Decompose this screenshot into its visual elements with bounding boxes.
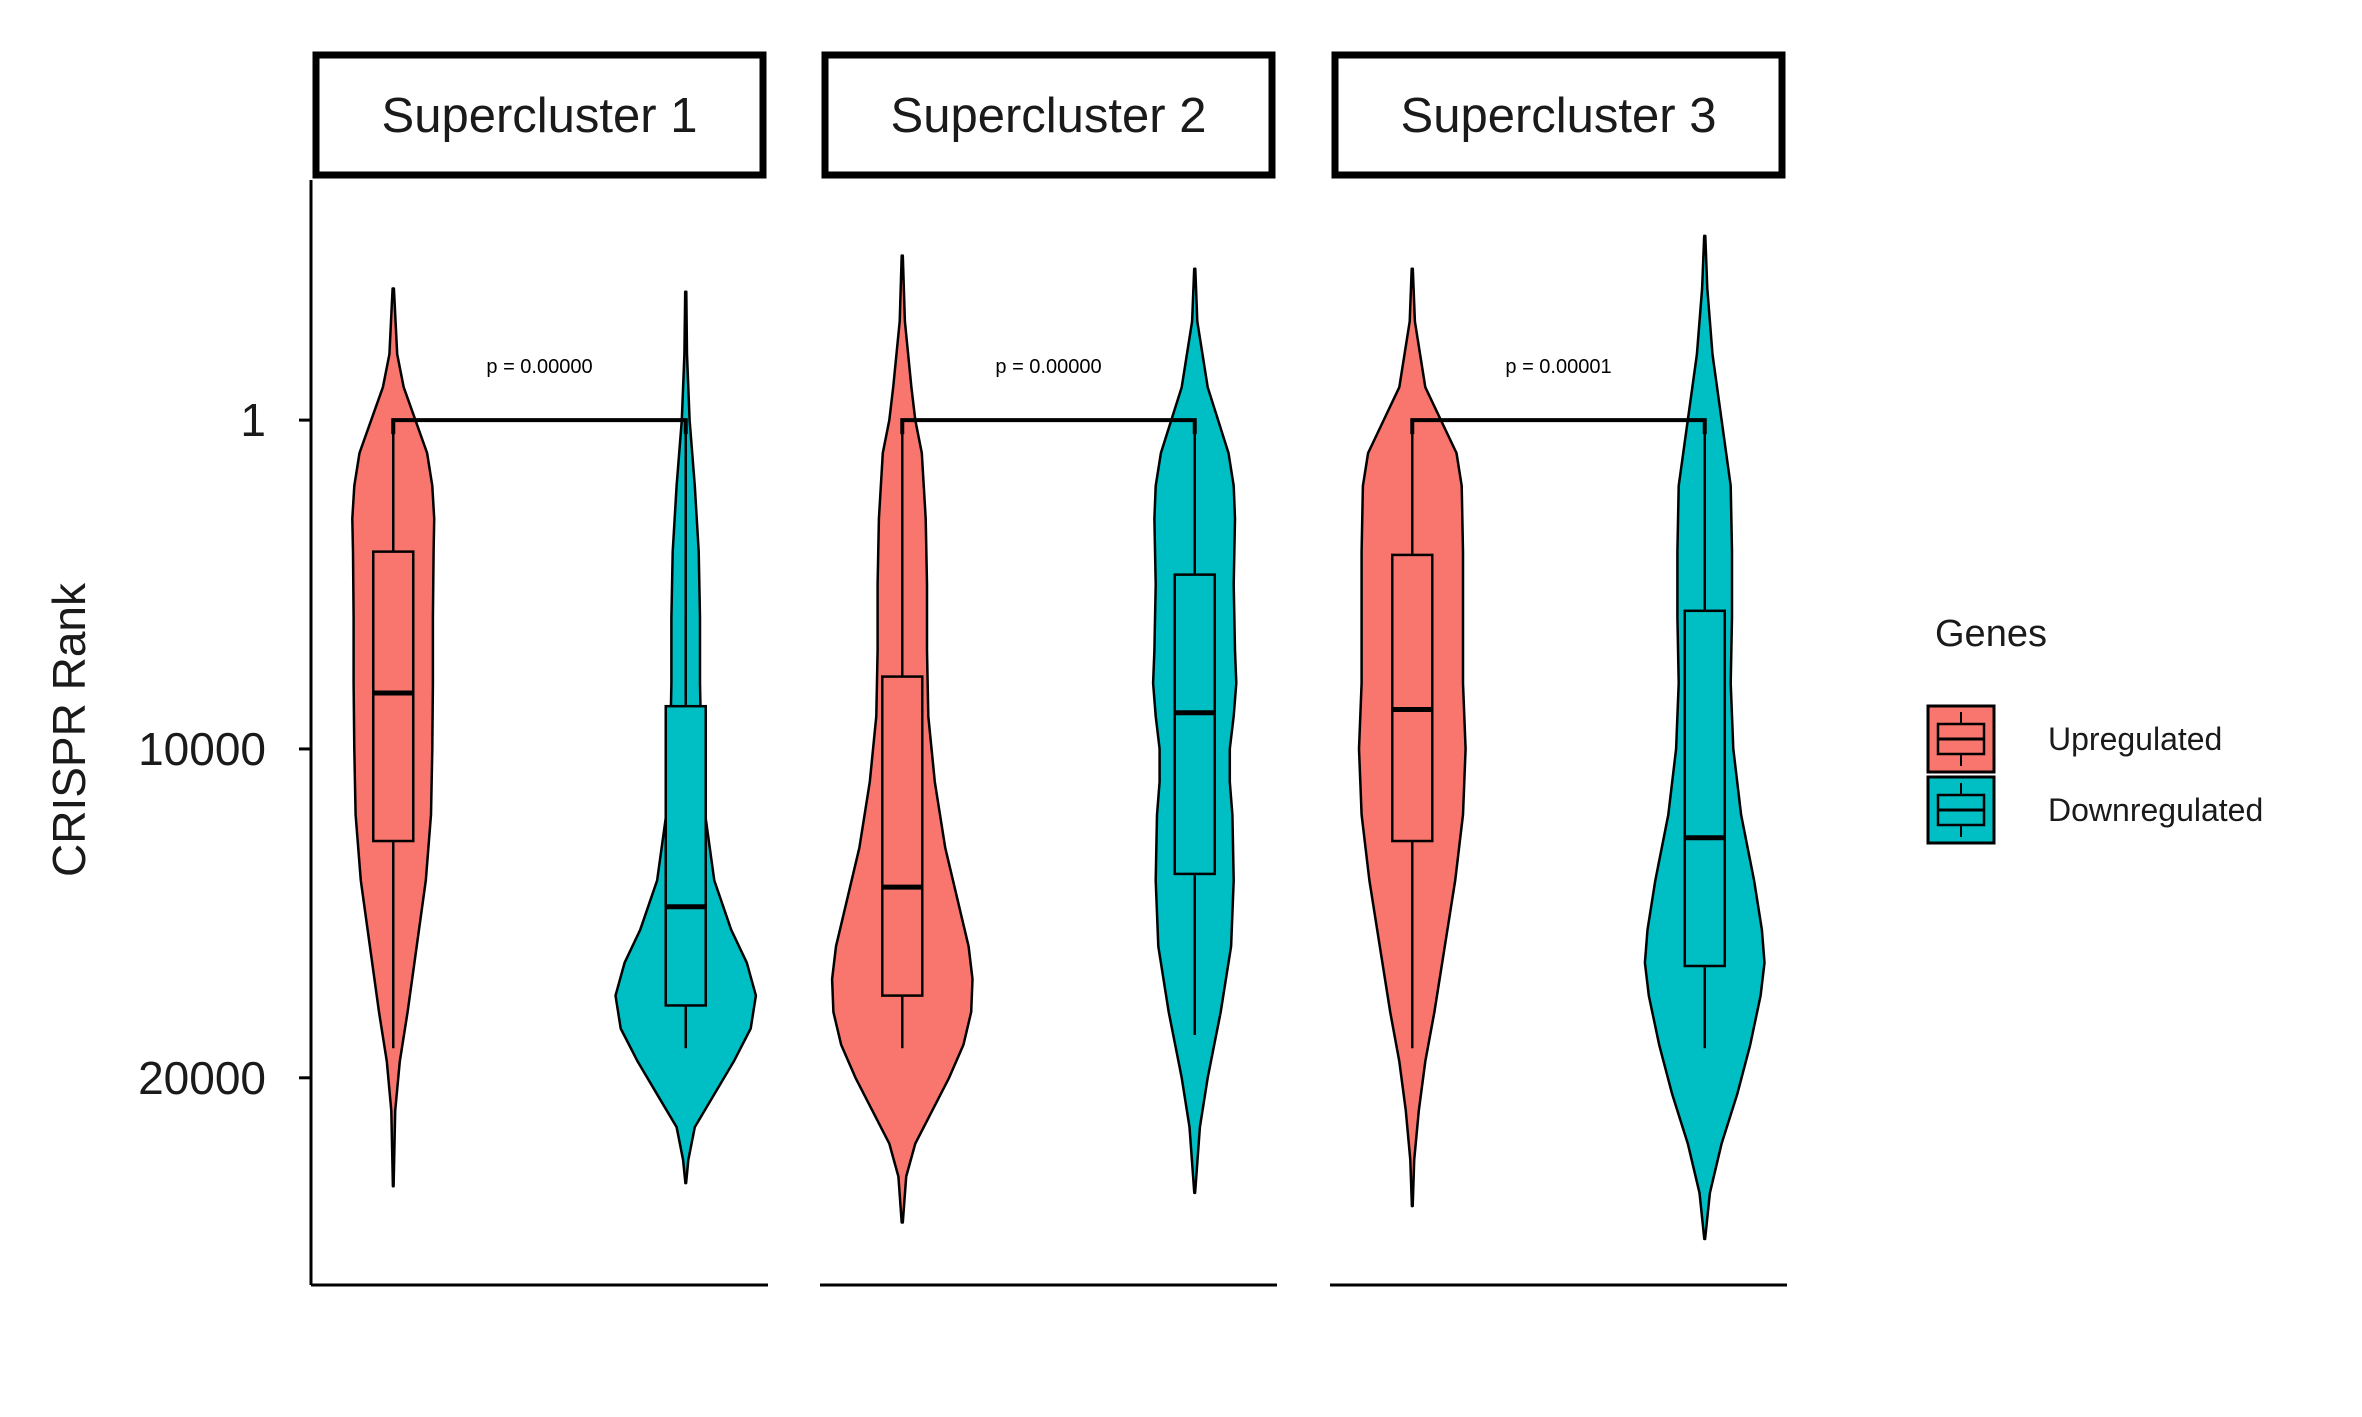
significance-bracket [1410, 418, 1707, 435]
box-iqr [1173, 573, 1216, 876]
significance-bracket [391, 418, 688, 435]
box-iqr [1683, 609, 1726, 968]
strip-label: Supercluster 3 [1401, 89, 1717, 143]
strip-label: Supercluster 1 [382, 89, 698, 143]
significance-bracket [900, 418, 1197, 435]
p-value-label: p = 0.00000 [995, 356, 1101, 378]
strip-box [1331, 51, 1786, 179]
legend-label: Upregulated [2048, 721, 2222, 757]
y-tick-label: 1 [240, 394, 266, 446]
y-axis-title: CRISPR Rank [43, 582, 95, 877]
box-iqr [664, 704, 707, 1007]
box-iqr [1391, 553, 1434, 843]
p-value-label: p = 0.00001 [1505, 356, 1611, 378]
strip-label: Supercluster 2 [891, 89, 1207, 143]
p-value-label: p = 0.00000 [486, 356, 592, 378]
legend-title: Genes [1935, 613, 2047, 655]
strip-box [821, 51, 1276, 179]
y-axis: 1 10000 20000 [138, 180, 313, 1285]
facet-panels: Supercluster 1 p = 0.00000 Supercluster 2 p… [311, 51, 1787, 1287]
box-iqr [372, 550, 415, 843]
y-tick-label: 20000 [138, 1052, 266, 1104]
legend-item: Upregulated [1926, 704, 2222, 774]
y-tick-label: 10000 [138, 723, 266, 775]
strip-box [312, 51, 767, 179]
facet-panel: Supercluster 1 p = 0.00000 [311, 51, 768, 1287]
legend-item: Downregulated [1926, 775, 2263, 845]
box-iqr [881, 675, 924, 997]
legend-label: Downregulated [2048, 792, 2263, 828]
facet-panel: Supercluster 3 p = 0.00001 [1330, 51, 1787, 1287]
facet-panel: Supercluster 2 p = 0.00000 [820, 51, 1277, 1287]
